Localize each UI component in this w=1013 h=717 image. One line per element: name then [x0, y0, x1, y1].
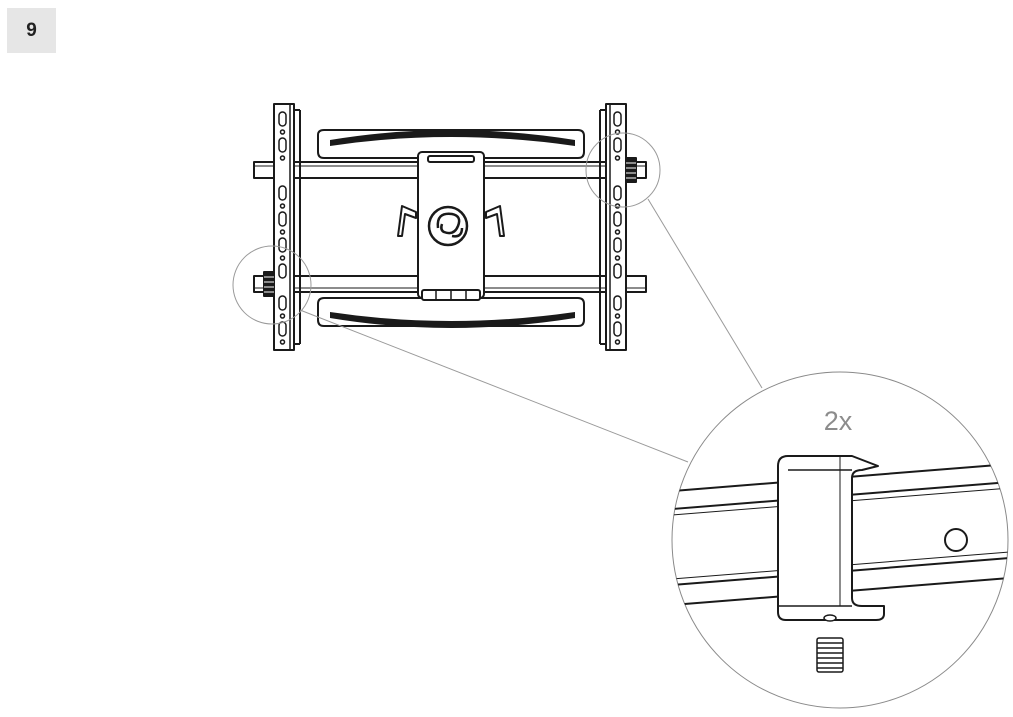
right-tilt-lever — [485, 205, 505, 237]
lower-left-lock-cap — [263, 271, 275, 297]
step-number-badge: 9 — [7, 8, 56, 53]
leader-lines — [299, 198, 763, 463]
detail-magnifier: 2x — [671, 371, 1009, 709]
u-clamp — [777, 455, 885, 622]
upper-right-lock-cap — [625, 157, 637, 183]
upper-arm — [317, 129, 585, 159]
set-screw-icon — [816, 637, 844, 673]
swirl-logo-icon — [427, 205, 469, 247]
magnify-source-circles — [232, 132, 661, 325]
left-tilt-lever — [397, 205, 417, 237]
quantity-label: 2x — [824, 406, 853, 436]
right-upright-slots — [613, 111, 622, 345]
magnify-circle-upper-right — [585, 132, 661, 208]
rail-hole — [944, 528, 968, 552]
step-number: 9 — [26, 19, 37, 41]
magnify-circle-lower-left — [232, 245, 312, 325]
center-hub — [417, 151, 485, 301]
left-upright — [273, 103, 301, 351]
right-upright — [599, 103, 627, 351]
wall-mount-assembly — [253, 103, 647, 351]
lower-arm — [317, 297, 585, 328]
left-upright-slots — [278, 111, 287, 345]
